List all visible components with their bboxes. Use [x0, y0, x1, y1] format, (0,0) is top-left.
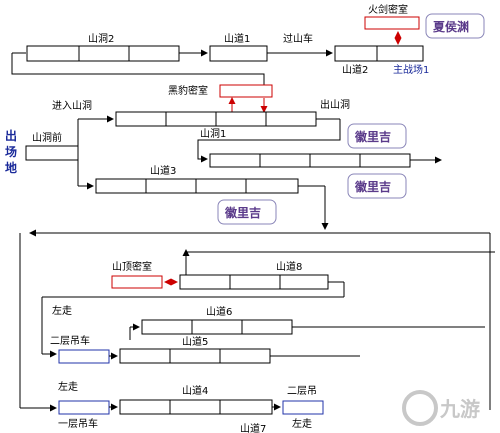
- label-shandao6: 山道6: [206, 305, 232, 318]
- label-zuozou-3: 左走: [292, 417, 312, 430]
- label-shandong2: 山洞2: [88, 33, 114, 45]
- label-shandao5: 山道5: [182, 335, 208, 348]
- track-shandao3: [95, 178, 299, 194]
- label-yiceng: 一层吊车: [58, 417, 98, 430]
- line-shandao8-up: [185, 251, 495, 275]
- track-upper-right: [209, 153, 411, 168]
- track-shandao4: [119, 399, 273, 415]
- track-shandongqian: [25, 145, 79, 161]
- label-zhuzhanchang: 主战场1: [393, 63, 429, 76]
- label-shandao2: 山道2: [342, 63, 368, 76]
- line-to-upper-track: [197, 119, 341, 163]
- track-shandao2: [334, 45, 424, 62]
- label-shandongqian: 山洞前: [32, 131, 62, 144]
- track-shandao6: [141, 319, 293, 335]
- label-huojian: 火剑密室: [368, 3, 408, 16]
- label-shandao8: 山道8: [276, 260, 302, 273]
- label-guoshanche: 过山车: [283, 32, 313, 45]
- box-erceng-1: [58, 349, 110, 364]
- callout-xuhuang-1: [347, 123, 407, 149]
- label-erceng-2: 二层吊: [287, 385, 317, 397]
- callout-xuhuang-3-text: 徽里吉: [224, 205, 261, 220]
- room-shanding: [111, 275, 163, 289]
- label-start-2: 场: [5, 145, 17, 159]
- label-zuozou-1: 左走: [52, 304, 72, 317]
- room-heibao: [219, 84, 273, 98]
- label-jinru: 进入山洞: [52, 100, 92, 112]
- callout-xiahou-text: 夏侯渊: [433, 19, 469, 34]
- watermark-logo: 九游: [402, 390, 480, 426]
- callout-xuhuang-2: [347, 173, 407, 199]
- box-yiceng: [58, 400, 110, 415]
- label-heibao: 黑豹密室: [168, 84, 208, 97]
- callout-xiahou: [425, 13, 485, 39]
- track-shandong2: [26, 45, 180, 62]
- label-shandong1: 山洞1: [200, 128, 226, 140]
- track-shandao1-top: [209, 45, 268, 62]
- callout-xuhuang-3: [217, 199, 277, 225]
- label-shanding: 山顶密室: [112, 260, 152, 273]
- callout-xuhuang-2-text: 徽里吉: [354, 179, 391, 194]
- line-to-heibao: [11, 53, 265, 85]
- label-shandao7: 山道7: [240, 422, 266, 433]
- label-chu: 出山洞: [320, 98, 350, 111]
- label-shandao3: 山道3: [150, 164, 176, 177]
- label-zuozou-2: 左走: [58, 380, 78, 393]
- label-start-3: 地: [5, 160, 17, 175]
- label-erceng-1: 二层吊车: [50, 334, 90, 347]
- room-huojian: [364, 16, 420, 30]
- track-shandao8: [179, 274, 329, 290]
- box-erceng-2: [282, 400, 324, 415]
- watermark-text: 九游: [439, 397, 480, 421]
- track-shandong1: [115, 111, 317, 127]
- label-shandao1-top: 山道1: [224, 32, 250, 45]
- label-start-1: 出: [5, 128, 17, 143]
- callout-xuhuang-1-text: 徽里吉: [354, 129, 391, 144]
- label-shandao4: 山道4: [182, 384, 208, 397]
- track-shandao5: [119, 348, 271, 364]
